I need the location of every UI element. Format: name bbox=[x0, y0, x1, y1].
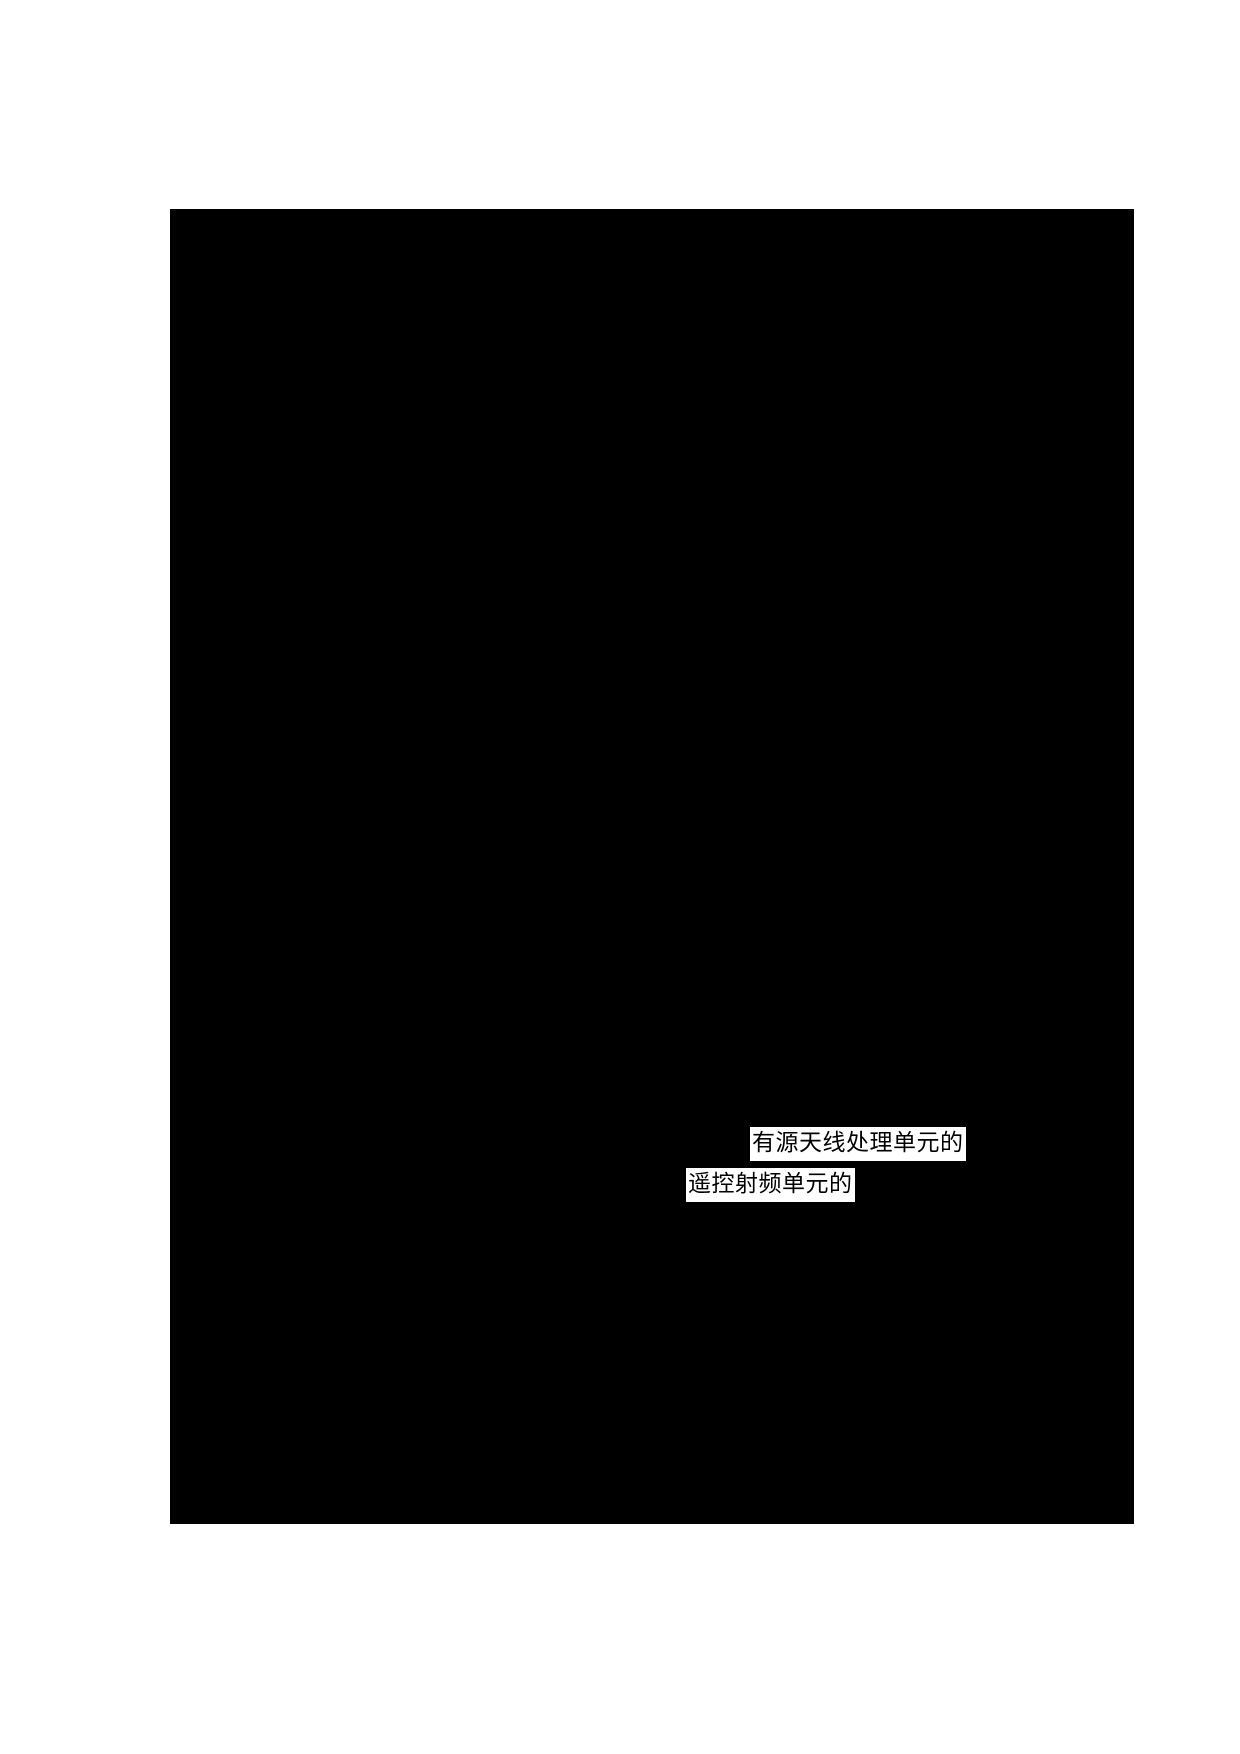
redacted-content-block: 有源天线处理单元的 遥控射频单元的 bbox=[170, 209, 1134, 1524]
highlighted-text-line-1: 有源天线处理单元的 bbox=[750, 1127, 966, 1161]
highlighted-text-line-2: 遥控射频单元的 bbox=[686, 1168, 855, 1202]
visible-text-layer: 有源天线处理单元的 遥控射频单元的 bbox=[170, 209, 1134, 1524]
